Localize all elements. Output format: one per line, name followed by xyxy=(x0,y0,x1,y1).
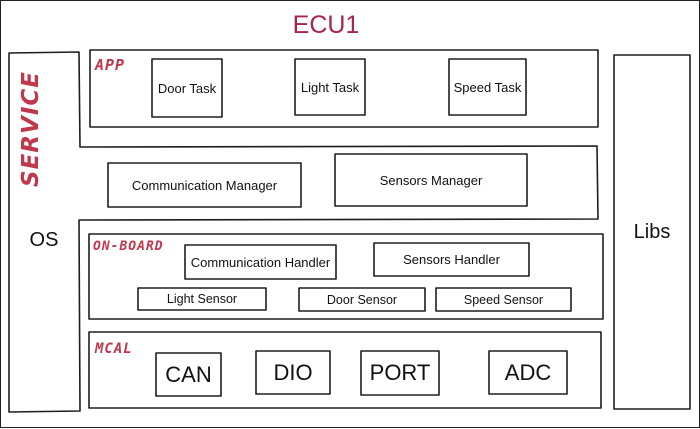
adc-box xyxy=(488,350,568,395)
adc-label: ADC xyxy=(504,359,552,385)
service-os-region xyxy=(8,51,599,413)
light-task-label: Light Task xyxy=(300,79,360,95)
can-box xyxy=(155,352,222,397)
port-label: PORT xyxy=(369,360,431,385)
service-label-wrap: SERVICE xyxy=(18,61,44,197)
sensors-manager-box xyxy=(334,153,528,207)
light-task-box xyxy=(294,58,366,116)
communication-handler-box xyxy=(184,244,337,280)
service-label: SERVICE xyxy=(18,71,44,187)
light-sensor-label: Light Sensor xyxy=(166,292,238,306)
speed-task-label: Speed Task xyxy=(453,79,522,95)
mcal-layer-box xyxy=(88,331,602,409)
libs-label: Libs xyxy=(633,220,671,243)
door-task-label: Door Task xyxy=(157,80,217,96)
light-sensor-box xyxy=(137,287,267,311)
sensors-handler-box xyxy=(373,242,530,277)
communication-manager-label: Communication Manager xyxy=(131,177,278,193)
os-label: OS xyxy=(29,228,59,251)
onboard-layer-box xyxy=(88,233,604,320)
onboard-layer-label: ON-BOARD xyxy=(93,239,164,254)
app-layer-label: APP xyxy=(95,56,126,74)
door-sensor-box xyxy=(298,287,426,312)
can-label: CAN xyxy=(165,361,212,387)
speed-sensor-box xyxy=(435,287,572,312)
sensors-handler-label: Sensors Handler xyxy=(403,252,500,267)
sensors-manager-label: Sensors Manager xyxy=(379,172,483,188)
dio-box xyxy=(255,350,331,395)
port-box xyxy=(360,350,440,396)
diagram-title: ECU1 xyxy=(292,11,360,39)
mcal-layer-label: MCAL xyxy=(95,341,133,357)
communication-manager-box xyxy=(107,162,302,208)
app-layer-box xyxy=(89,49,599,128)
communication-handler-label: Communication Handler xyxy=(190,254,331,270)
dio-label: DIO xyxy=(273,359,313,385)
speed-sensor-label: Speed Sensor xyxy=(463,292,544,307)
speed-task-box xyxy=(448,58,527,116)
door-task-box xyxy=(151,58,223,118)
libs-column xyxy=(613,54,691,410)
door-sensor-label: Door Sensor xyxy=(326,292,398,307)
